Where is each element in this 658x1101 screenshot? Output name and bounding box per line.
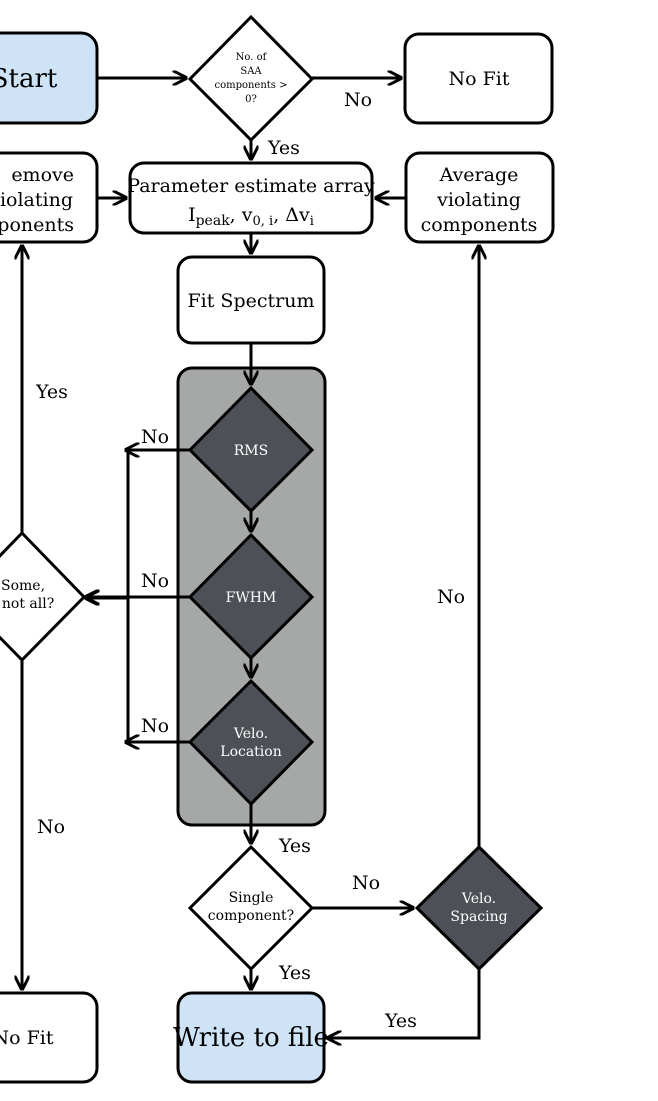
param-peak-sub: peak xyxy=(196,213,231,229)
param-v-sub: 0, i xyxy=(253,214,274,229)
edge-spacing-write xyxy=(328,969,481,1038)
some-line1: Some, xyxy=(1,578,45,594)
label-spacing-yes: Yes xyxy=(384,1010,417,1032)
saa-line2: SAA xyxy=(240,66,262,77)
label-left-no: No xyxy=(37,816,65,838)
velo-location-line1: Velo. xyxy=(233,726,268,742)
no-fit-bottom-node: No Fit xyxy=(0,991,99,1084)
write-to-file-node: Write to file xyxy=(173,991,329,1084)
single-line1: Single xyxy=(229,890,274,906)
remove-line3: mponents xyxy=(0,214,74,236)
label-veloloc-yes: Yes xyxy=(278,835,311,857)
param-dv: , Δv xyxy=(273,204,310,226)
label-saa-no: No xyxy=(344,89,372,111)
average-line1: Average xyxy=(439,164,519,186)
some-line2: t not all? xyxy=(0,596,54,612)
fwhm-label: FWHM xyxy=(226,590,277,606)
label-right-no: No xyxy=(437,586,465,608)
edge-rms-no xyxy=(86,448,190,598)
remove-line2: iolating xyxy=(0,189,73,211)
velo-spacing-line2: Spacing xyxy=(450,909,507,925)
param-dv-sub: i xyxy=(310,214,314,229)
start-label: Start xyxy=(0,64,58,94)
label-single-yes: Yes xyxy=(278,962,311,984)
single-line2: component? xyxy=(208,908,294,924)
fit-spectrum-node: Fit Spectrum xyxy=(176,255,326,345)
average-violating-node: Average violating components xyxy=(404,151,555,244)
saa-line4: 0? xyxy=(245,94,257,105)
label-saa-yes: Yes xyxy=(267,137,300,159)
rms-label: RMS xyxy=(234,443,268,459)
remove-line1: emove xyxy=(11,164,74,186)
velo-location-line2: Location xyxy=(220,744,281,760)
average-line3: components xyxy=(421,214,538,236)
param-v: , v xyxy=(230,204,253,226)
some-not-all-decision: Some, t not all? xyxy=(0,530,87,663)
no-fit-top-label: No Fit xyxy=(449,68,510,90)
remove-violating-node: emove iolating mponents xyxy=(0,151,99,244)
saa-components-decision: No. of SAA components > 0? xyxy=(187,14,315,143)
parameter-array-node: Parameter estimate array Ipeak, v0, i, Δ… xyxy=(127,161,375,235)
label-left-yes: Yes xyxy=(35,381,68,403)
fit-spectrum-label: Fit Spectrum xyxy=(188,290,315,312)
param-line1: Parameter estimate array xyxy=(127,175,375,197)
label-single-no: No xyxy=(352,872,380,894)
no-fit-top-node: No Fit xyxy=(403,32,554,125)
velo-spacing-decision: Velo. Spacing xyxy=(414,844,544,972)
average-line2: violating xyxy=(436,189,521,211)
start-node: Start xyxy=(0,31,99,125)
velo-spacing-line1: Velo. xyxy=(461,891,496,907)
label-veloloc-no: No xyxy=(141,715,169,737)
no-fit-bottom-label: No Fit xyxy=(0,1027,54,1049)
label-rms-no: No xyxy=(141,426,169,448)
write-label: Write to file xyxy=(173,1023,329,1053)
saa-line1: No. of xyxy=(236,52,268,63)
label-fwhm-no: No xyxy=(141,570,169,592)
saa-line3: components > xyxy=(214,80,287,91)
param-line2: Ipeak, v0, i, Δvi xyxy=(188,204,314,229)
param-i: I xyxy=(188,204,196,226)
single-component-decision: Single component? xyxy=(187,844,315,972)
